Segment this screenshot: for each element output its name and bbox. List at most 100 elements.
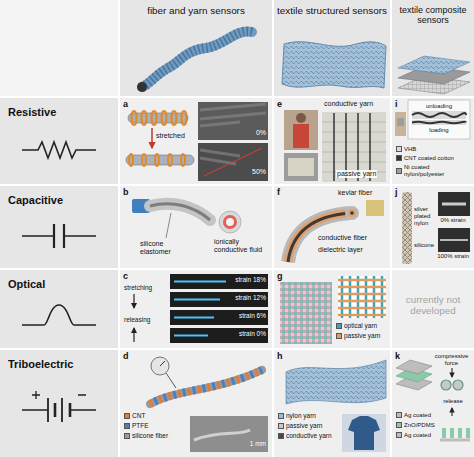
panel: econductive yarnpassive yarn (274, 98, 390, 184)
panel-f-illustration (348, 209, 356, 217)
panel-e-illustration (288, 158, 314, 176)
cell-background (392, 98, 474, 184)
cell-background (0, 186, 118, 268)
legend-swatch (124, 413, 130, 419)
panel-a-illustration (181, 154, 185, 166)
legend-swatch (396, 432, 402, 438)
legend-swatch (336, 333, 342, 339)
panel-letter: c (123, 271, 133, 281)
panel-i-illustration (397, 118, 404, 126)
panel-j-illustration (402, 192, 412, 264)
panel-g-illustration (338, 276, 386, 318)
panel-a-illustration (126, 155, 194, 165)
panel-f-illustration (350, 211, 354, 215)
panel-a-illustration (200, 104, 266, 126)
panel-letter: g (277, 271, 287, 281)
panel-h-illustration (286, 360, 386, 404)
legend-swatch (396, 168, 402, 174)
panel-e-illustration (284, 153, 318, 181)
panel-j-illustration (438, 192, 470, 216)
fiber-illustration (137, 82, 147, 92)
placeholder-text: currently not developed (392, 294, 474, 317)
annotation-label: 0% (246, 129, 266, 137)
legend-text: Ag coated (404, 432, 431, 439)
annotation-label: kevlar fiber (338, 189, 380, 197)
panel-a-illustration (126, 102, 268, 181)
cell-background (120, 0, 272, 96)
annotation-label: passive yarn (336, 170, 377, 178)
legend-text: VHB (404, 146, 416, 153)
panel-c-illustration (174, 282, 226, 336)
panel-a-illustration (142, 154, 146, 166)
panel-e-illustration (296, 113, 306, 123)
cell-background (120, 186, 272, 268)
legend-text: Ag coated (404, 412, 431, 419)
triboelectric-symbol (22, 391, 96, 422)
panel-d-illustration (150, 370, 262, 404)
panel: bsilicone elastomerionically conductive … (120, 186, 272, 268)
column-header-text: textile composite sensors (392, 5, 474, 26)
legend-item: CNT coated cotton (396, 155, 471, 162)
panel-g-illustration (338, 280, 386, 315)
panel-a-illustration (168, 154, 172, 166)
textile-illustration (282, 42, 386, 88)
panel-b-illustration (223, 215, 237, 229)
panel-h-illustration (348, 416, 380, 450)
panel: iunloadingloadingVHBCNT coated cottonNi … (392, 98, 474, 184)
annotation-label: silicone (414, 242, 436, 249)
triboelectric-symbol (32, 391, 86, 399)
panel-c-illustration (134, 274, 268, 343)
optical-symbol (22, 305, 96, 325)
legend-swatch (278, 413, 284, 419)
panel-g-illustration (280, 276, 386, 344)
annotation-label: 100% strain (436, 253, 470, 260)
legend-swatch (396, 412, 402, 418)
legend-swatch (396, 155, 402, 161)
panel-d-illustration (190, 416, 268, 452)
annotation-label: unloading (408, 103, 470, 110)
annotation-label: stretching (124, 284, 168, 291)
panel: fkevlar fiberconductive fiberdielectric … (274, 186, 390, 268)
annotation-label: conductive yarn (324, 100, 386, 108)
panel: goptical yarnpassive yarn (274, 270, 390, 348)
panel-a-illustration (132, 111, 187, 125)
panel-i-illustration (408, 100, 470, 139)
column-header: textile composite sensors (392, 0, 474, 96)
panel-b-illustration (132, 199, 241, 238)
capacitor-symbol (22, 235, 96, 237)
panel-k-illustration (458, 428, 462, 438)
fiber-illustration (142, 31, 252, 87)
panel-a-illustration (162, 111, 167, 125)
composite-illustration (398, 56, 470, 94)
panel-letter: d (123, 351, 133, 361)
legend-text: passive yarn (344, 332, 381, 339)
annotation-label: ionically conductive fluid (214, 238, 269, 254)
composite-illustration (398, 56, 470, 74)
panel-b-illustration (150, 204, 210, 220)
panel-j-illustration (438, 228, 470, 252)
panel-k-illustration (396, 360, 432, 374)
panel-e-illustration (322, 122, 386, 172)
legend-swatch (396, 146, 402, 152)
panel-e-illustration (284, 110, 386, 182)
column-header-text: fiber and yarn sensors (120, 5, 272, 16)
cell-background (274, 0, 390, 96)
panel: hnylon yarnpassive yarnconductive yarn (274, 350, 390, 457)
annotation-label: releasing (124, 316, 168, 323)
annotation-label: 1 mm (230, 440, 266, 447)
panel-f-illustration (366, 200, 384, 216)
capacitor-symbol (22, 224, 96, 248)
panel-e-illustration (322, 112, 386, 182)
triboelectric-symbol (55, 403, 70, 417)
legend-item: Ni coated nylon/polyester (396, 164, 471, 178)
panel: kcompressive forcereleaseAg coatedZnO/PD… (392, 350, 474, 457)
legend-text: conductive yarn (286, 432, 332, 439)
legend-swatch (124, 433, 130, 439)
panel-a-illustration (198, 102, 268, 140)
panel-k-illustration (451, 368, 452, 377)
panel-a-illustration (172, 111, 177, 125)
panel-h-illustration (342, 414, 386, 452)
legend-item: PTFE (124, 422, 269, 429)
panel-a-illustration (129, 154, 185, 166)
